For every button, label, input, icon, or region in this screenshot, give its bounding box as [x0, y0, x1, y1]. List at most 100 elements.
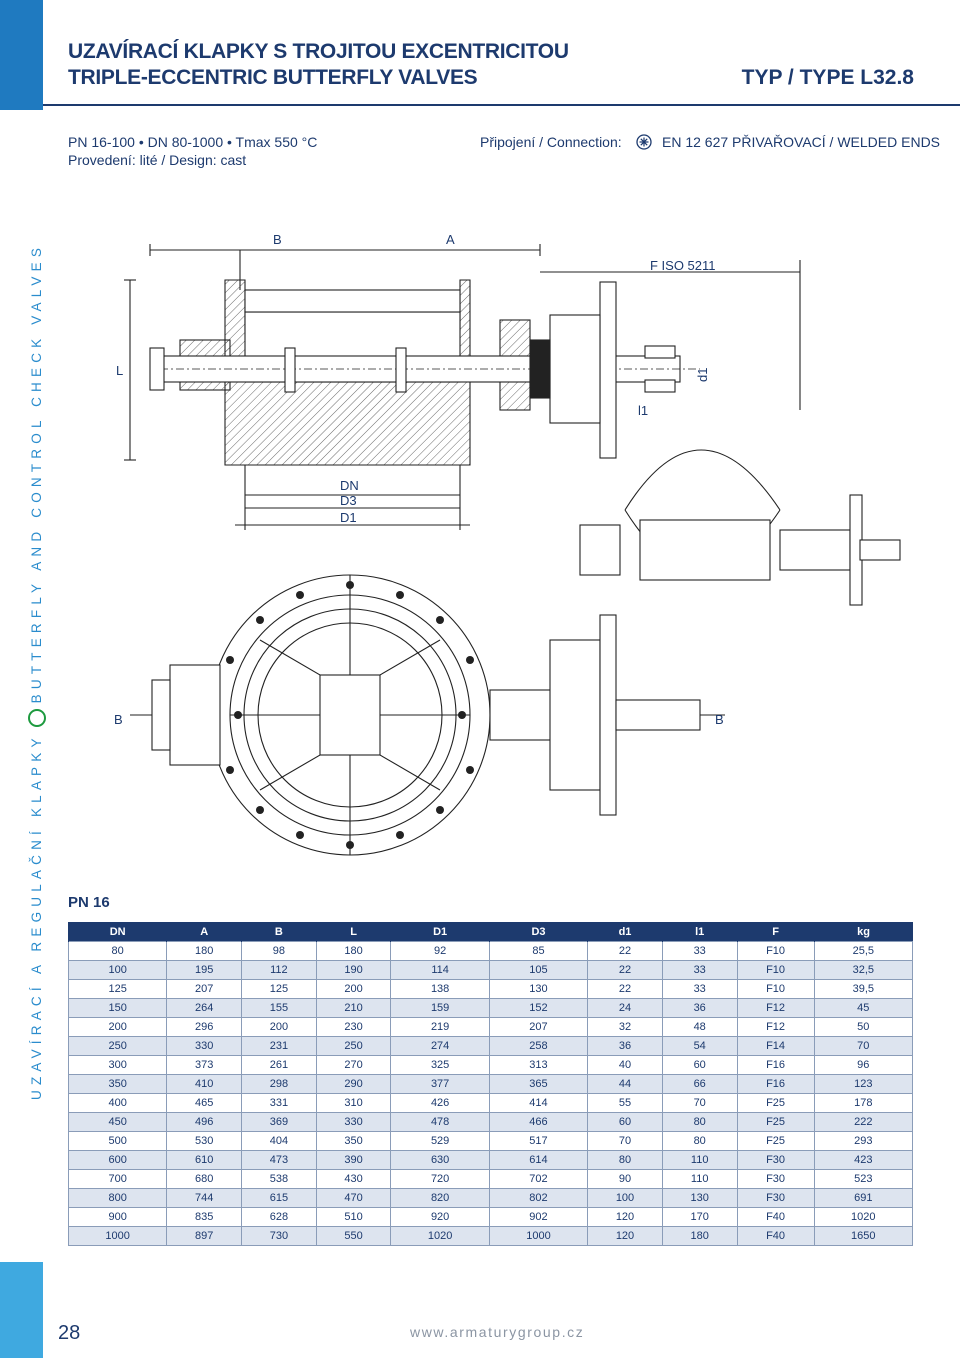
table-cell: 105 — [488, 960, 589, 980]
table-cell: 138 — [390, 979, 490, 999]
column-header: D3 — [488, 922, 588, 942]
table-cell: 902 — [488, 1207, 589, 1227]
table-cell: 130 — [661, 1188, 738, 1208]
table-cell: 32 — [587, 1017, 663, 1037]
table-cell: F10 — [736, 960, 815, 980]
table-cell: 702 — [488, 1169, 589, 1189]
table-cell: 310 — [315, 1093, 392, 1113]
table-cell: 70 — [587, 1131, 663, 1151]
table-cell: 530 — [166, 1131, 243, 1151]
table-cell: 50 — [813, 1017, 914, 1037]
table-cell: 510 — [315, 1207, 392, 1227]
column-header: kg — [813, 922, 913, 942]
label-fiso: F ISO 5211 — [650, 258, 716, 273]
header-divider — [43, 104, 960, 106]
page-title-cz: UZAVÍRACÍ KLAPKY S TROJITOU EXCENTRICITO… — [68, 40, 569, 63]
table-cell: 120 — [587, 1207, 663, 1227]
table-cell: 473 — [241, 1150, 317, 1170]
table-cell: 180 — [315, 941, 392, 961]
table-cell: 730 — [241, 1226, 317, 1246]
table-cell: F30 — [736, 1169, 815, 1189]
table-cell: 210 — [315, 998, 392, 1018]
table-cell: 150 — [67, 998, 168, 1018]
table-cell: 691 — [813, 1188, 914, 1208]
table-cell: F25 — [736, 1112, 815, 1132]
table-cell: 92 — [390, 941, 490, 961]
table-cell: 222 — [813, 1112, 914, 1132]
sidebar-bottom-bar — [0, 1262, 43, 1358]
table-cell: 200 — [315, 979, 392, 999]
label-b-top: B — [273, 232, 282, 247]
table-cell: 820 — [390, 1188, 490, 1208]
table-cell: 1650 — [813, 1226, 914, 1246]
label-b-left: B — [114, 712, 123, 727]
company-logo-icon — [28, 709, 46, 728]
table-cell: 178 — [813, 1093, 914, 1113]
table-cell: 207 — [488, 1017, 589, 1037]
table-cell: 1020 — [390, 1226, 490, 1246]
table-cell: 290 — [315, 1074, 392, 1094]
table-cell: 897 — [166, 1226, 243, 1246]
sidebar-text-cz: UZAVÍRACÍ A REGULAČNÍ KLAPKY — [28, 733, 44, 1100]
table-cell: 125 — [241, 979, 317, 999]
website-link[interactable]: www.armaturygroup.cz — [410, 1324, 585, 1340]
connection-value: EN 12 627 PŘIVAŘOVACÍ / WELDED ENDS — [662, 134, 941, 150]
table-cell: F40 — [736, 1226, 815, 1246]
table-cell: 426 — [390, 1093, 490, 1113]
table-cell: 330 — [315, 1112, 392, 1132]
table-cell: 373 — [166, 1055, 243, 1075]
table-cell: 24 — [587, 998, 663, 1018]
table-cell: 190 — [315, 960, 392, 980]
label-d3: D3 — [340, 493, 357, 508]
table-cell: 123 — [813, 1074, 914, 1094]
table-cell: 414 — [488, 1093, 589, 1113]
table-cell: 261 — [241, 1055, 317, 1075]
table-cell: F16 — [736, 1074, 815, 1094]
column-header: l1 — [661, 922, 738, 942]
sidebar: UZAVÍRACÍ A REGULAČNÍ KLAPKYBUTTERFLY AN… — [0, 0, 46, 1358]
valve-technical-drawing: B A F ISO 5211 L d1 l1 DN D3 D1 B B — [114, 232, 901, 856]
table-cell: 207 — [166, 979, 243, 999]
table-cell: 152 — [488, 998, 589, 1018]
column-header: A — [166, 922, 242, 942]
table-cell: 538 — [241, 1169, 317, 1189]
table-cell: 110 — [661, 1169, 738, 1189]
table-cell: 120 — [587, 1226, 663, 1246]
table-cell: 298 — [241, 1074, 317, 1094]
table-cell: 550 — [315, 1226, 392, 1246]
table-cell: 470 — [315, 1188, 392, 1208]
table-cell: 700 — [67, 1169, 168, 1189]
sidebar-vertical-text: UZAVÍRACÍ A REGULAČNÍ KLAPKYBUTTERFLY AN… — [28, 243, 46, 1100]
table-cell: 39,5 — [813, 979, 914, 999]
table-cell: 296 — [166, 1017, 243, 1037]
table-cell: 835 — [166, 1207, 243, 1227]
column-header: d1 — [587, 922, 663, 942]
table-cell: 423 — [813, 1150, 914, 1170]
column-header: L — [315, 922, 391, 942]
table-cell: 1000 — [67, 1226, 168, 1246]
label-a-top: A — [446, 232, 455, 247]
table-cell: 330 — [166, 1036, 243, 1056]
table-cell: 258 — [488, 1036, 589, 1056]
spec-line-1: PN 16-100 • DN 80-1000 • Tmax 550 °C — [68, 134, 318, 150]
table-cell: 744 — [166, 1188, 243, 1208]
table-cell: 125 — [67, 979, 168, 999]
table-cell: 264 — [166, 998, 243, 1018]
table-cell: F14 — [736, 1036, 815, 1056]
table-cell: F25 — [736, 1093, 815, 1113]
sidebar-top-bar — [0, 0, 43, 110]
table-cell: 55 — [587, 1093, 663, 1113]
table-cell: 22 — [587, 941, 663, 961]
table-cell: 54 — [661, 1036, 738, 1056]
table-cell: 614 — [488, 1150, 589, 1170]
table-cell: 523 — [813, 1169, 914, 1189]
table-cell: 529 — [390, 1131, 490, 1151]
table-cell: 900 — [67, 1207, 168, 1227]
table-header-row: DN A B L D1 D3 d1 l1 F kg — [67, 922, 913, 942]
